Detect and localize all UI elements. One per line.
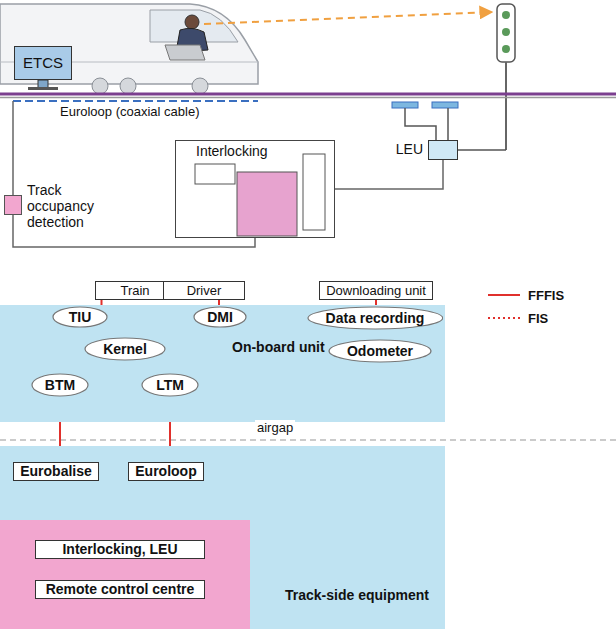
component-box: Eurobalise (13, 462, 99, 481)
wire (458, 149, 506, 151)
wheel (92, 78, 108, 94)
legend-entry: FIS (488, 308, 548, 328)
signal-wire (335, 160, 443, 189)
wire (405, 108, 436, 140)
airgap-label: airgap (255, 420, 295, 435)
rail (0, 93, 616, 96)
balise (392, 102, 418, 108)
trackside-band: Track-side equipment Eurobalise EuroloopIn… (0, 446, 445, 629)
line-of-sight (204, 12, 492, 24)
leu-box: LEU (428, 140, 458, 160)
node-label: ETCS (23, 54, 63, 72)
module-ellipse: Odometer (328, 339, 432, 363)
airgap-line (0, 439, 616, 441)
wheel (120, 78, 136, 94)
node-label: Downloading unit (326, 283, 426, 298)
cable-label: Euroloop (coaxial cable) (58, 104, 201, 119)
node-label: Train (120, 283, 149, 298)
onboard-band: On-board unit TIU DMI Data recordingKernel O… (0, 305, 445, 422)
module-ellipse: BTM (31, 373, 89, 397)
module-ellipse: Kernel (84, 337, 166, 361)
trackside-region (0, 520, 250, 629)
node-label: Interlocking (196, 144, 268, 159)
node-label: LTM (156, 378, 184, 393)
band-title: On-board unit (232, 340, 325, 355)
legend-text: FIS (528, 311, 548, 326)
node-label: BTM (45, 378, 75, 393)
node-label: Driver (187, 283, 222, 298)
component-box: Euroloop (128, 462, 203, 481)
node-label: Euroloop (135, 464, 196, 479)
wire (447, 108, 449, 140)
actor-box: Driver (163, 281, 245, 300)
node-label: Track occupancy detection (27, 182, 109, 230)
signal-head (497, 4, 515, 62)
sleeper-line (0, 97, 616, 99)
node-label: Data recording (326, 311, 425, 326)
signal-lamp (502, 11, 510, 19)
node-label: Interlocking, LEU (62, 542, 177, 557)
signal-pole (505, 62, 507, 150)
legend-text: FFFIS (528, 288, 564, 303)
legend-sample (488, 313, 520, 323)
legend-entry: FFFIS (488, 285, 564, 305)
driver-seat (165, 45, 205, 60)
module-ellipse: Data recording (307, 306, 444, 330)
component-box: Interlocking, LEU (35, 540, 205, 559)
wheel (192, 78, 208, 94)
component-box: Remote control centre (35, 580, 205, 599)
train-body (0, 4, 258, 84)
module-ellipse: TIU (52, 306, 108, 328)
monitor-stand (38, 80, 48, 88)
detector-box: Track occupancy detection (4, 195, 22, 215)
wire (12, 101, 14, 195)
node-label: Odometer (347, 344, 413, 359)
equipment-box: ETCS (14, 46, 72, 80)
node-label: LEU (396, 142, 423, 157)
node-label: Kernel (103, 342, 147, 357)
legend-sample (488, 290, 520, 300)
euroloop-cable (13, 100, 258, 102)
node-label: Remote control centre (46, 582, 195, 597)
actor-box: Downloading unit (319, 281, 433, 300)
module-ellipse: LTM (141, 373, 199, 397)
balise (432, 102, 458, 108)
monitor-base (28, 87, 58, 90)
node-label: DMI (207, 310, 233, 325)
band-title: Track-side equipment (285, 588, 429, 603)
node-label: Eurobalise (20, 464, 92, 479)
module-ellipse: DMI (193, 306, 247, 328)
signal-lamp (502, 45, 510, 53)
signal-lamp (502, 28, 510, 36)
driver-head (185, 15, 199, 29)
node-label: TIU (69, 310, 92, 325)
interlocking-box: Interlocking (175, 140, 335, 238)
